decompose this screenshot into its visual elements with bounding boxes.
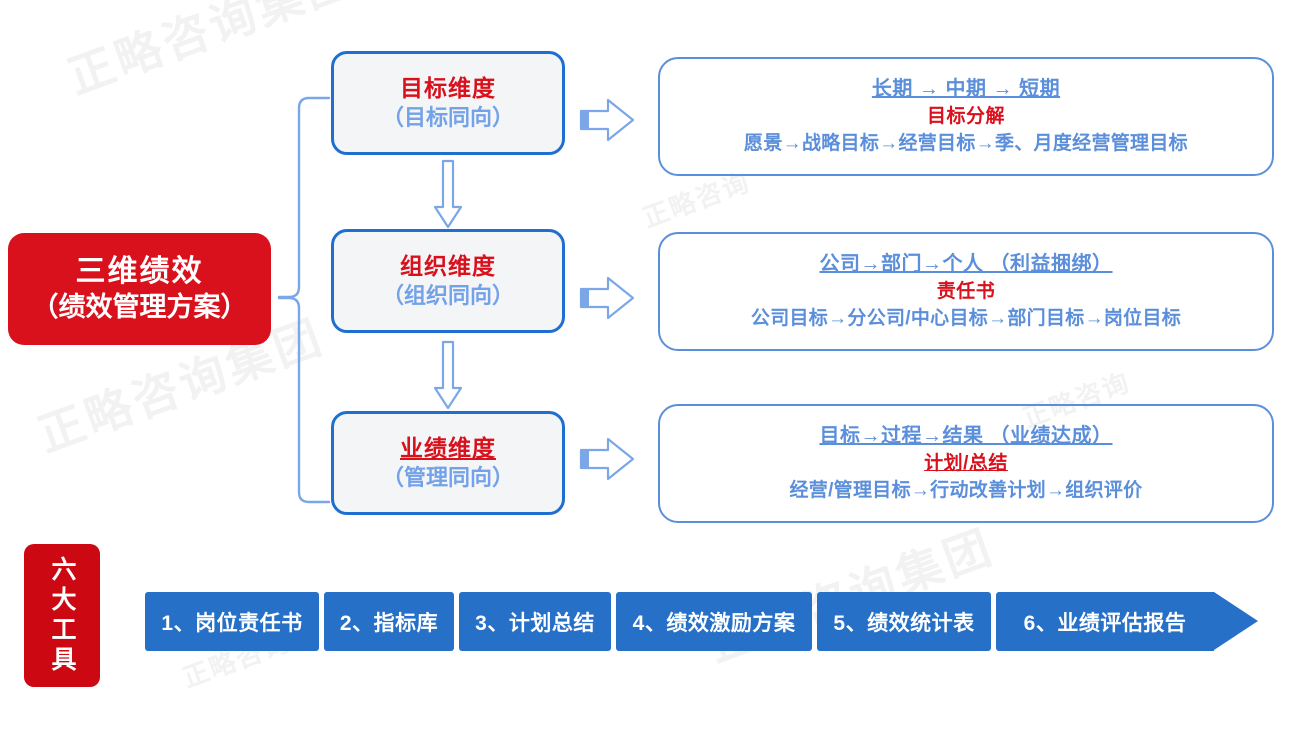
panel-detail: 愿景→战略目标→经营目标→季、月度经营管理目标 — [744, 132, 1188, 154]
dimension-box-goal[interactable]: 目标维度 （目标同向） — [331, 51, 565, 155]
master-subtitle: （绩效管理方案） — [31, 291, 248, 322]
tool-button-6[interactable]: 6、业绩评估报告 — [996, 592, 1258, 651]
detail-panel-organization[interactable]: 公司→部门→个人 （利益捆绑） 责任书 公司目标→分公司/中心目标→部门目标→岗… — [658, 232, 1274, 351]
panel-detail: 公司目标→分公司/中心目标→部门目标→岗位目标 — [750, 307, 1182, 329]
arrow-down-outline-icon — [432, 340, 464, 412]
panel-keyword: 责任书 — [936, 280, 996, 302]
six-tools-label: 六大工具 — [24, 544, 100, 687]
tool-button-6-label: 6、业绩评估报告 — [1023, 611, 1187, 635]
dimension-title: 业绩维度 — [400, 434, 496, 461]
arrow-right-block-icon — [578, 435, 636, 483]
watermark: 正略咨询集团 — [61, 0, 361, 104]
arrow-head-right-icon — [1214, 592, 1258, 650]
dimension-subtitle: （目标同向） — [381, 104, 514, 130]
six-tools-label-text: 六大工具 — [48, 555, 76, 676]
dimension-subtitle: （组织同向） — [381, 282, 514, 308]
master-concept-box[interactable]: 三维绩效 （绩效管理方案） — [8, 233, 271, 345]
tool-button-1[interactable]: 1、岗位责任书 — [145, 592, 319, 651]
tool-button-2[interactable]: 2、指标库 — [324, 592, 454, 651]
panel-keyword: 计划/总结 — [924, 452, 1008, 474]
arrow-down-outline-icon — [432, 159, 464, 231]
dimension-title: 组织维度 — [400, 252, 496, 279]
tool-button-4[interactable]: 4、绩效激励方案 — [616, 592, 812, 651]
dimension-box-organization[interactable]: 组织维度 （组织同向） — [331, 229, 565, 333]
panel-detail: 经营/管理目标→行动改善计划→组织评价 — [789, 479, 1143, 501]
panel-headline: 目标→过程→结果 （业绩达成） — [819, 425, 1113, 448]
panel-keyword: 目标分解 — [926, 105, 1005, 127]
dimension-subtitle: （管理同向） — [381, 464, 514, 490]
detail-panel-performance[interactable]: 目标→过程→结果 （业绩达成） 计划/总结 经营/管理目标→行动改善计划→组织评… — [658, 404, 1274, 523]
panel-headline: 长期 → 中期 → 短期 — [871, 78, 1061, 101]
master-title: 三维绩效 — [75, 255, 204, 289]
tools-toolbar: 1、岗位责任书 2、指标库 3、计划总结 4、绩效激励方案 5、绩效统计表 6、… — [145, 592, 1258, 651]
tool-button-3[interactable]: 3、计划总结 — [459, 592, 611, 651]
panel-headline: 公司→部门→个人 （利益捆绑） — [819, 253, 1113, 276]
arrow-right-block-icon — [578, 274, 636, 322]
arrow-right-block-icon — [578, 96, 636, 144]
tool-button-5[interactable]: 5、绩效统计表 — [817, 592, 991, 651]
curly-brace-connector-icon — [277, 95, 333, 505]
dimension-title: 目标维度 — [400, 74, 496, 101]
dimension-box-performance[interactable]: 业绩维度 （管理同向） — [331, 411, 565, 515]
detail-panel-goal[interactable]: 长期 → 中期 → 短期 目标分解 愿景→战略目标→经营目标→季、月度经营管理目… — [658, 57, 1274, 176]
